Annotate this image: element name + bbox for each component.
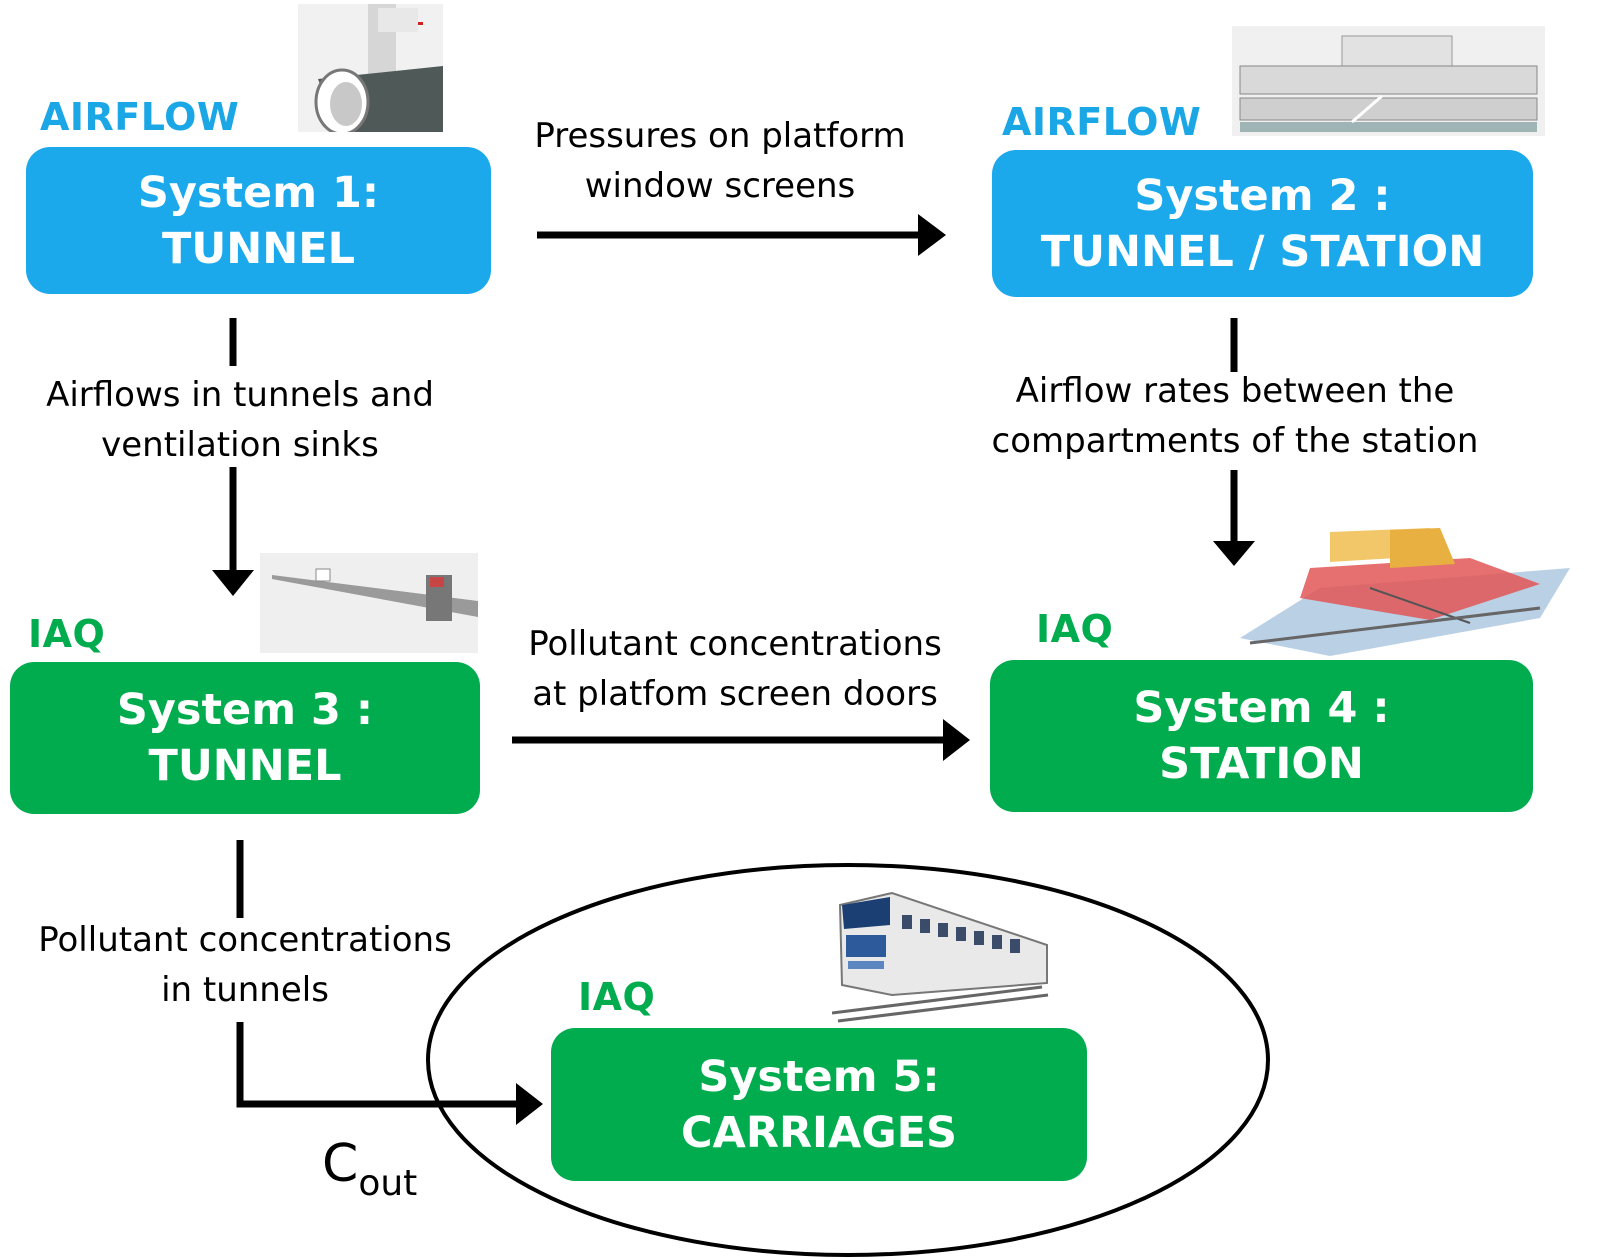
system1-title: System 1: (137, 167, 380, 218)
flow-label-s3-s5: Pollutant concentrations in tunnels (38, 920, 452, 1010)
system5-tag: IAQ (578, 975, 656, 1019)
system5-box: System 5: CARRIAGES (551, 1028, 1087, 1181)
system1-name: TUNNEL (162, 223, 355, 274)
cout-label: Cout (322, 1134, 418, 1204)
flow-label-s2-s4: Airflow rates between the compartments o… (991, 371, 1479, 461)
system3-tag: IAQ (28, 612, 106, 656)
flow-label-s1-s2: Pressures on platform window screens (534, 116, 906, 206)
system2-title: System 2 : (1134, 170, 1391, 221)
system1-tag: AIRFLOW (40, 95, 240, 139)
carriage-boundary-ellipse (426, 863, 1270, 1257)
station-model-image (1232, 26, 1545, 136)
arrow-s3-s5 (236, 1022, 518, 1108)
flow-label-s3-s4: Pollutant concentrations at platfom scre… (528, 624, 942, 714)
system5-title: System 5: (698, 1051, 940, 1102)
system4-title: System 4 : (1133, 683, 1390, 733)
station-iaq-model-image (1240, 528, 1570, 656)
system3-name: TUNNEL (148, 741, 342, 791)
flow-label-s1-s3: Airflows in tunnels and ventilation sink… (46, 375, 434, 465)
system1-box: System 1: TUNNEL (26, 147, 491, 294)
arrowhead-s3-s4 (943, 719, 970, 761)
system4-tag: IAQ (1036, 607, 1114, 651)
system3-title: System 3 : (116, 685, 374, 735)
system4-box: System 4 : STATION (990, 660, 1533, 812)
system4-name: STATION (1159, 739, 1364, 789)
system5-name: CARRIAGES (681, 1107, 957, 1158)
system3-box: System 3 : TUNNEL (10, 662, 480, 814)
system2-tag: AIRFLOW (1002, 100, 1202, 144)
arrowhead-s3-s5 (516, 1083, 543, 1125)
system2-name: TUNNEL / STATION (1040, 226, 1485, 277)
arrowhead-s2-s4 (1213, 541, 1255, 566)
arrowhead-s1-s3 (212, 570, 254, 596)
tunnel-iaq-model-image (260, 553, 478, 653)
metro-train-image (832, 885, 1052, 1025)
system2-box: System 2 : TUNNEL / STATION (992, 150, 1533, 297)
tunnel-model-image (298, 4, 443, 132)
arrowhead-s1-s2 (918, 214, 946, 256)
